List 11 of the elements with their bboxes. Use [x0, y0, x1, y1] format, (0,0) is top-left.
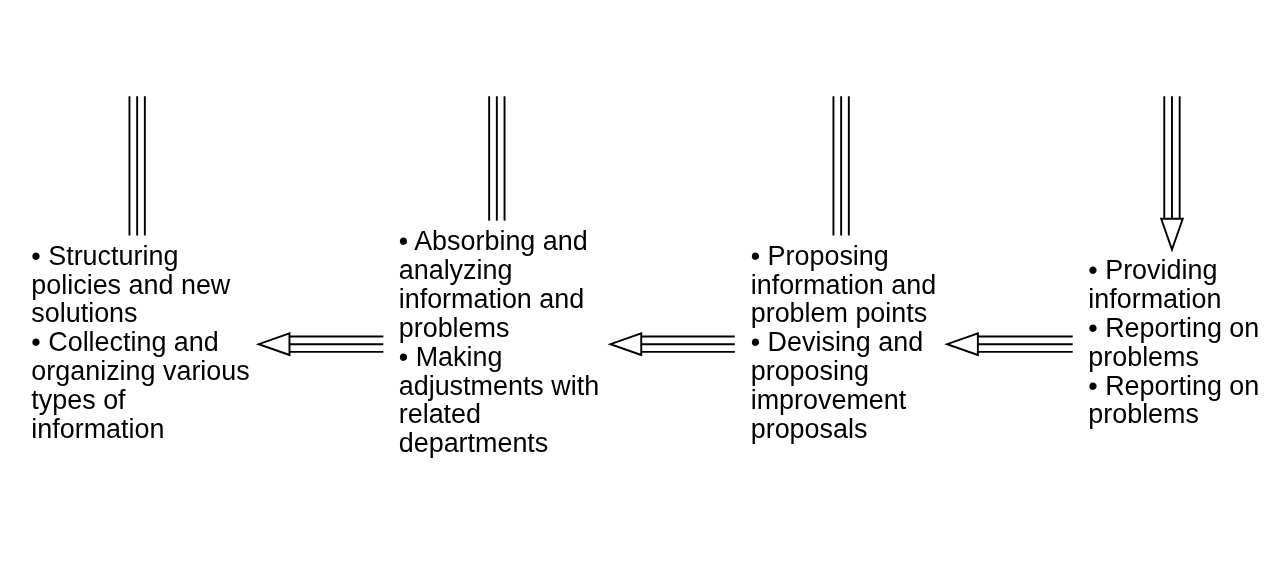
arrow	[607, 332, 736, 357]
connector	[488, 95, 491, 222]
node-text: • Providing information • Reporting on problems • Reporting on problems	[1088, 255, 1260, 430]
node-text: • Structuring policies and new solutions • Collecting and organizing various types of information	[31, 240, 250, 444]
arrow	[944, 332, 1074, 357]
connector	[128, 95, 131, 237]
node-text: • Absorbing and analyzing information and problems • Making adjustments with related departments	[398, 226, 600, 459]
node-text: • Proposing information and problem points • Devising and proposing improvement proposals	[750, 240, 937, 444]
arrow	[255, 332, 385, 357]
arrow	[1159, 95, 1185, 253]
connector	[832, 95, 835, 237]
